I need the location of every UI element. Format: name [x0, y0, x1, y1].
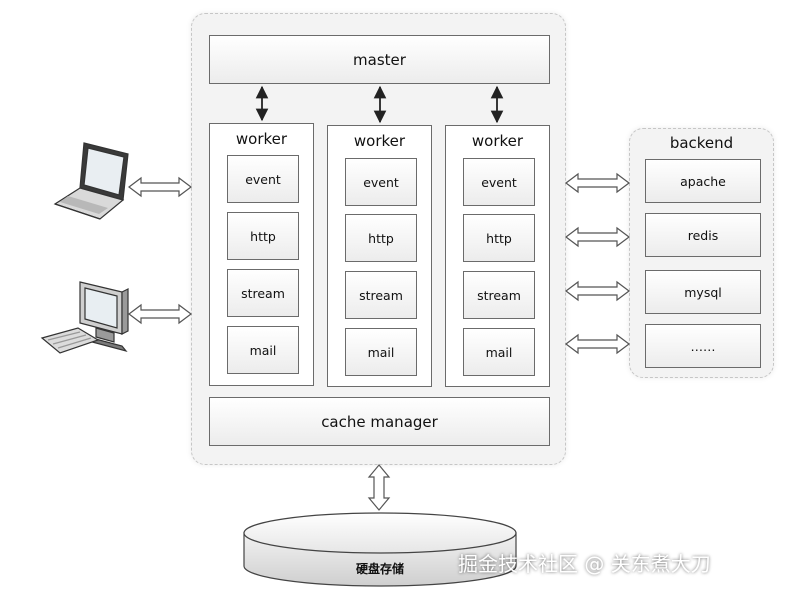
cache-disk-arrow — [367, 464, 391, 511]
backend-apache: apache — [645, 159, 761, 203]
backend-mysql: mysql — [645, 270, 761, 314]
desktop-computer-icon — [40, 281, 129, 354]
nginx-redis-arrow — [565, 226, 630, 248]
worker-2-http-module: http — [345, 214, 417, 262]
backend-more: …… — [645, 324, 761, 368]
worker-1-stream-module: stream — [227, 269, 299, 317]
worker-3-stream-module: stream — [463, 271, 535, 319]
worker-3-http-module: http — [463, 214, 535, 262]
master-box: master — [209, 35, 550, 84]
watermark: 掘金技术社区 @ 关东煮大刀 — [458, 552, 711, 576]
worker-3-event-module: event — [463, 158, 535, 206]
worker-3-mail-module: mail — [463, 328, 535, 376]
worker-title-2: worker — [353, 132, 406, 150]
disk-cylinder-icon — [243, 512, 517, 587]
desktop-nginx-arrow — [128, 303, 192, 325]
laptop-nginx-arrow — [128, 176, 192, 198]
nginx-more-arrow — [565, 333, 630, 355]
laptop-icon — [53, 142, 129, 220]
backend-redis: redis — [645, 213, 761, 257]
worker-1-event-module: event — [227, 155, 299, 203]
worker-title-3: worker — [471, 132, 524, 150]
backend-title: backend — [669, 134, 734, 152]
worker-1-http-module: http — [227, 212, 299, 260]
worker-title-1: worker — [235, 130, 288, 148]
worker-2-stream-module: stream — [345, 271, 417, 319]
disk-label: 硬盘存储 — [355, 561, 404, 576]
nginx-mysql-arrow — [565, 280, 630, 302]
cache-manager-box: cache manager — [209, 397, 550, 446]
worker-2-mail-module: mail — [345, 328, 417, 376]
master-worker-arrows — [255, 85, 504, 124]
worker-1-mail-module: mail — [227, 326, 299, 374]
worker-2-event-module: event — [345, 158, 417, 206]
nginx-apache-arrow — [565, 172, 630, 194]
